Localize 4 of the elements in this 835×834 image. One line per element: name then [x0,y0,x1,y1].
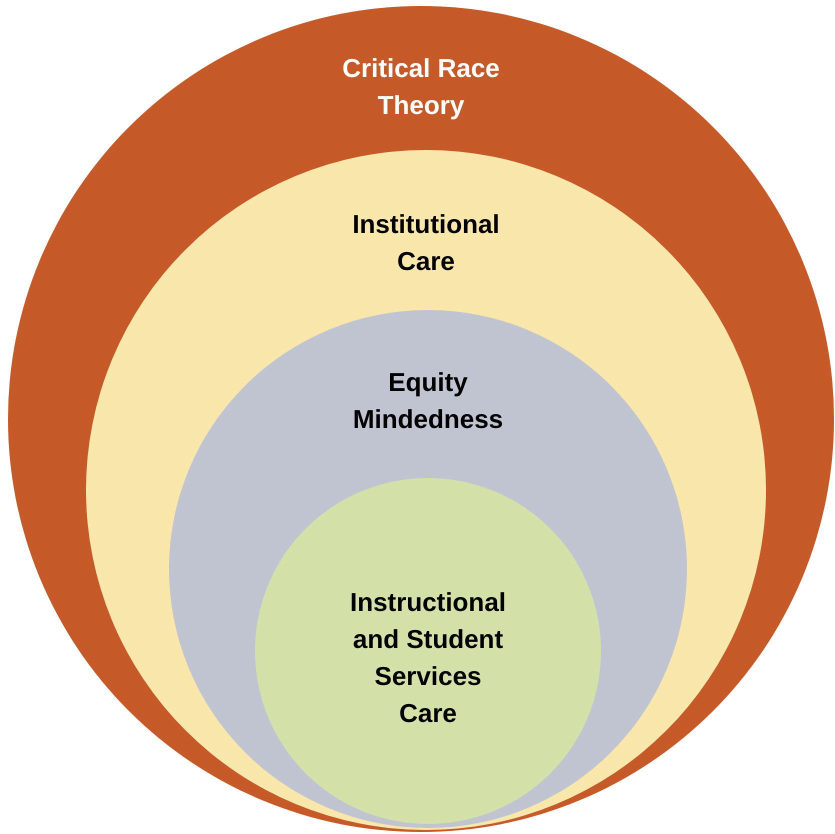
region-label: Instructional and Student Services Care [348,586,507,730]
region-label: Critical Race Theory [341,52,501,122]
region-label: Institutional Care [351,208,501,278]
region-label: Equity Mindedness [352,366,504,436]
